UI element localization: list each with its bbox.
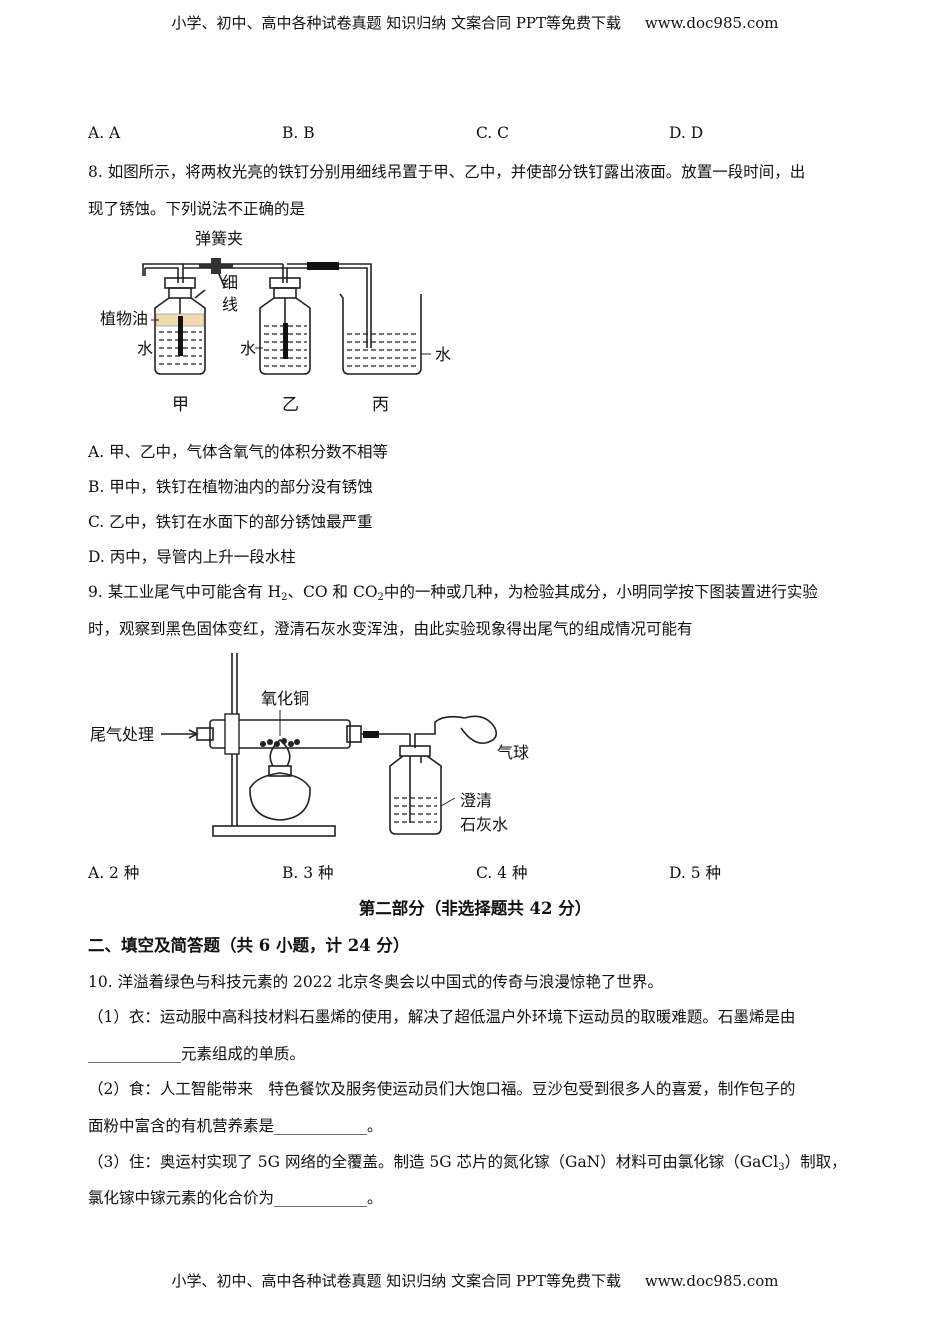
q7-option-a: A. A [88, 124, 121, 142]
label-exhaust: 尾气处理 [90, 725, 154, 744]
q9-option-a: A. 2 种 [88, 864, 140, 882]
q10-part2-line1: （2）食：人工智能带来 特色餐饮及服务使运动员们大饱口福。豆沙包受到很多人的喜爱… [88, 1080, 796, 1098]
part2-title: 第二部分（非选择题共 42 分） [358, 899, 592, 918]
page-header: 小学、初中、高中各种试卷真题 知识归纳 文案合同 PPT等免费下载 www.do… [0, 12, 950, 33]
footer-site: www.doc985.com [644, 1272, 779, 1290]
header-site: www.doc985.com [644, 14, 779, 32]
q10-part3-line1: （3）住：奥运村实现了 5G 网络的全覆盖。制造 5G 芯片的氮化镓（GaN）材… [88, 1153, 847, 1173]
q9-stem-line1: 9. 某工业尾气中可能含有 H2、CO 和 CO2中的一种或几种，为检验其成分，… [88, 583, 818, 603]
q8-stem-line1: 8. 如图所示，将两枚光亮的铁钉分别用细线吊置于甲、乙中，并使部分铁钉露出液面。… [88, 163, 806, 181]
label-thread-1: 细 [222, 273, 238, 292]
label-yi: 乙 [282, 395, 299, 415]
q7-option-d: D. D [669, 124, 704, 142]
q8-option-b: B. 甲中，铁钉在植物油内的部分没有锈蚀 [88, 478, 373, 496]
q10-stem: 10. 洋溢着绿色与科技元素的 2022 北京冬奥会以中国式的传奇与浪漫惊艳了世… [88, 973, 663, 991]
q8-rust-apparatus-figure: 弹簧夹 细 线 植物油 水 水 水 甲 乙 丙 [100, 229, 451, 415]
label-jia: 甲 [172, 395, 189, 415]
label-limewater-1: 澄清 [460, 791, 492, 810]
section2-title: 二、填空及简答题（共 6 小题，计 24 分） [88, 936, 410, 955]
q9-apparatus-figure: 尾气处理 氧化铜 气球 澄清 石灰水 [90, 653, 529, 837]
q10-part1-line1: （1）衣：运动服中高科技材料石墨烯的使用，解决了超低温户外环境下运动员的取暖难题… [88, 1008, 796, 1026]
label-thread-2: 线 [222, 295, 238, 314]
label-clip: 弹簧夹 [195, 229, 243, 248]
label-balloon: 气球 [497, 743, 529, 762]
label-bing: 丙 [372, 395, 389, 415]
q10-part1-line2: ____________元素组成的单质。 [88, 1045, 306, 1063]
q9-option-b: B. 3 种 [282, 864, 334, 882]
label-water-b: 水 [240, 339, 256, 358]
page-footer: 小学、初中、高中各种试卷真题 知识归纳 文案合同 PPT等免费下载 www.do… [0, 1270, 950, 1291]
q8-option-d: D. 丙中，导管内上升一段水柱 [88, 548, 296, 566]
label-water-c: 水 [435, 345, 451, 364]
q10-part2-line2: 面粉中富含的有机营养素是____________。 [88, 1117, 383, 1135]
q9-stem-line2: 时，观察到黑色固体变红，澄清石灰水变浑浊，由此实验现象得出尾气的组成情况可能有 [88, 620, 693, 638]
q8-option-a: A. 甲、乙中，气体含氧气的体积分数不相等 [88, 443, 389, 461]
q9-option-c: C. 4 种 [476, 864, 528, 882]
q10-part3-line2: 氯化镓中镓元素的化合价为____________。 [88, 1189, 383, 1207]
q7-option-c: C. C [476, 124, 510, 142]
label-cuo: 氧化铜 [261, 689, 309, 708]
label-water-a: 水 [137, 339, 153, 358]
q8-option-c: C. 乙中，铁钉在水面下的部分锈蚀最严重 [88, 513, 373, 531]
label-limewater-2: 石灰水 [460, 815, 508, 834]
q8-stem-line2: 现了锈蚀。下列说法不正确的是 [88, 200, 306, 218]
header-text: 小学、初中、高中各种试卷真题 知识归纳 文案合同 PPT等免费下载 [171, 14, 622, 32]
footer-text: 小学、初中、高中各种试卷真题 知识归纳 文案合同 PPT等免费下载 [171, 1272, 622, 1290]
q7-option-b: B. B [282, 124, 315, 142]
q9-option-d: D. 5 种 [669, 864, 722, 882]
label-oil: 植物油 [100, 309, 148, 328]
